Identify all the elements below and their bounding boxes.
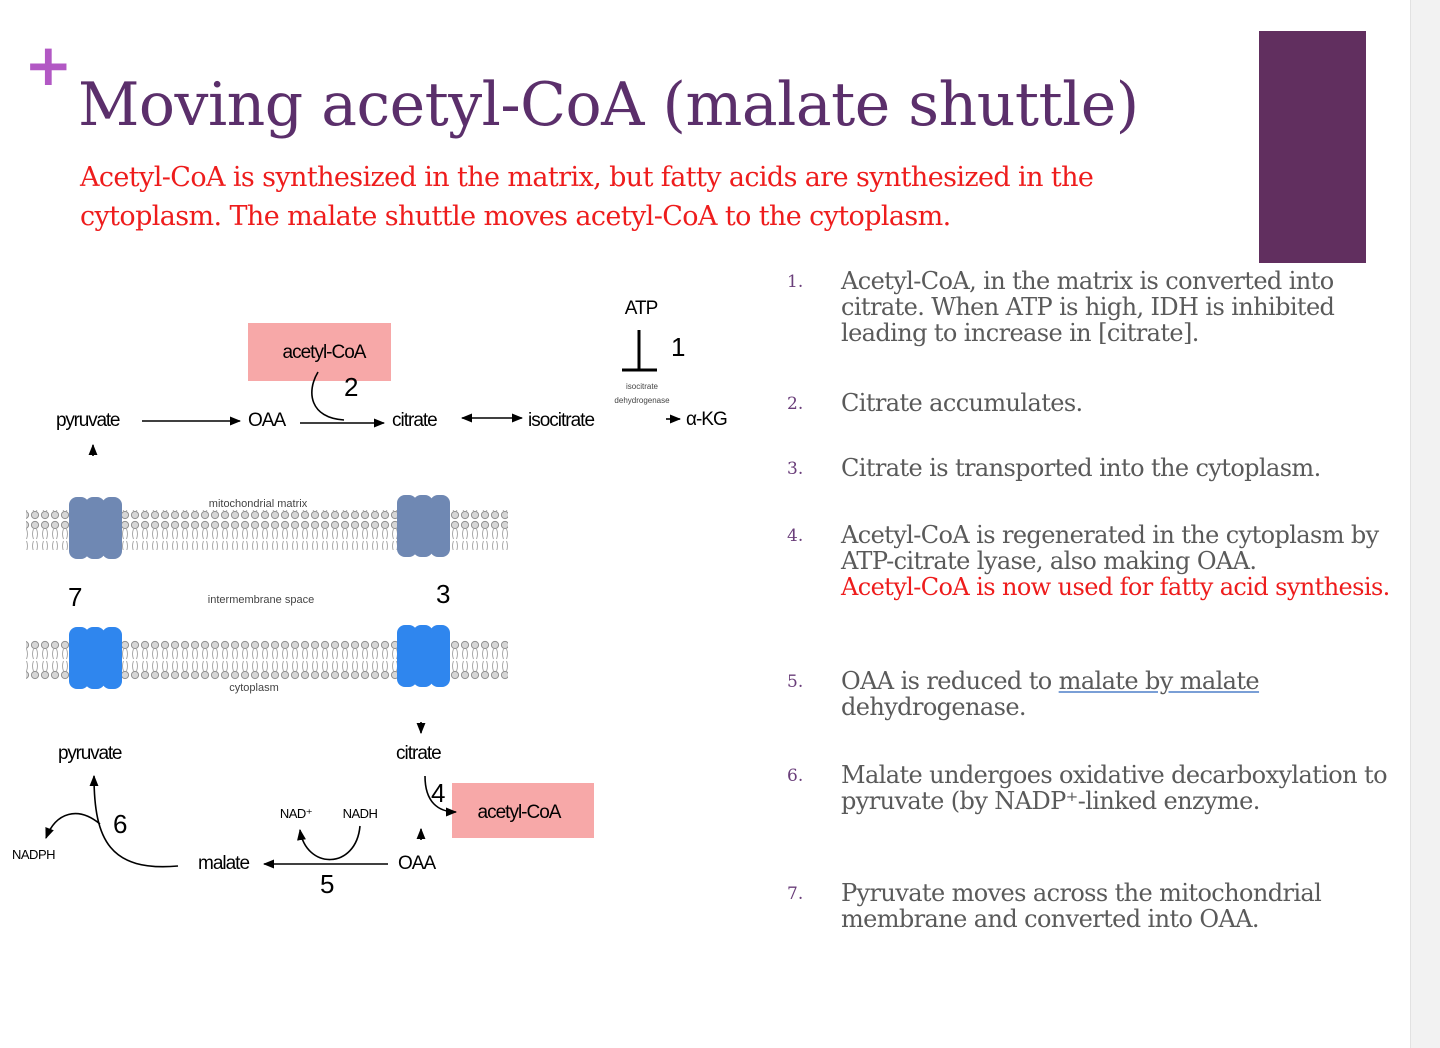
pyruvate-top-label: pyruvate — [56, 410, 120, 431]
matrix-label: mitochondrial matrix — [209, 498, 308, 510]
atp-label: ATP — [625, 298, 658, 319]
pyruvate-bottom-label: pyruvate — [58, 743, 122, 764]
arrow-nadh-nad-cofactor — [297, 825, 361, 861]
step-text: Acetyl-CoA is regenerated in the cytopla… — [841, 522, 1407, 600]
cytoplasm-label: cytoplasm — [229, 682, 279, 694]
step-label-1: 1 — [671, 332, 685, 362]
step-text: OAA is reduced to malate by malate dehyd… — [841, 668, 1407, 720]
arrow-citrate-to-acetyl-coa — [424, 775, 458, 817]
outer-channel-right — [397, 625, 450, 687]
citrate-top-label: citrate — [392, 410, 437, 431]
step-label-6: 6 — [113, 809, 127, 839]
nad-plus-label: NAD⁺ — [280, 806, 312, 821]
nadph-label: NADPH — [12, 847, 55, 862]
list-item: 4. Acetyl-CoA is regenerated in the cyto… — [787, 522, 1407, 600]
malate-label: malate — [198, 853, 249, 874]
step-number: 2. — [787, 394, 804, 414]
step-label-7: 7 — [68, 582, 82, 612]
idh-label-line2: dehydrogenase — [614, 396, 670, 405]
nadh-label: NADH — [343, 806, 378, 821]
intermembrane-label: intermembrane space — [208, 594, 314, 606]
idh-label-line1: isocitrate — [626, 382, 659, 391]
acetyl-coa-box-top — [248, 323, 391, 381]
arrow-acetyl-coa-join — [311, 371, 345, 421]
arrow-malate-pyruvate — [89, 774, 179, 868]
inner-channel-left — [69, 497, 122, 559]
plus-icon: + — [24, 31, 73, 99]
outer-channel-left — [69, 627, 122, 689]
list-item: 7. Pyruvate moves across the mitochondri… — [787, 880, 1407, 932]
isocitrate-label: isocitrate — [528, 410, 594, 431]
step-text-main: Acetyl-CoA is regenerated in the cytopla… — [841, 521, 1379, 575]
underlined-text: malate by malate — [1058, 667, 1260, 695]
step-number: 6. — [787, 766, 804, 786]
inner-channel-right — [397, 495, 450, 557]
step-text: Citrate accumulates. — [841, 389, 1083, 417]
step-label-2: 2 — [344, 372, 358, 402]
slide-subtitle: Acetyl-CoA is synthesized in the matrix,… — [80, 162, 1094, 232]
step-number: 1. — [787, 272, 804, 292]
accent-block — [1259, 31, 1366, 263]
step-number: 7. — [787, 884, 804, 904]
acetyl-coa-box-bottom — [452, 783, 594, 838]
step-text: Malate undergoes oxidative decarboxylati… — [841, 761, 1388, 815]
oaa-top-label: OAA — [248, 410, 286, 431]
malate-shuttle-diagram: acetyl-CoA ATP 1 isocitrate dehydrogenas… — [12, 298, 728, 899]
list-item: 3. Citrate is transported into the cytop… — [787, 455, 1407, 481]
step-text: Citrate is transported into the cytoplas… — [841, 454, 1321, 482]
slide-title: Moving acetyl-CoA (malate shuttle) — [78, 70, 1139, 140]
arrow-nadph-release — [45, 813, 101, 840]
citrate-bottom-label: citrate — [396, 743, 441, 764]
step-label-4: 4 — [431, 778, 445, 808]
list-item: 6. Malate undergoes oxidative decarboxyl… — [787, 762, 1407, 814]
list-item: 5. OAA is reduced to malate by malate de… — [787, 668, 1407, 720]
acetyl-coa-top-label: acetyl-CoA — [283, 342, 367, 363]
oaa-bottom-label: OAA — [398, 853, 436, 874]
list-item: 1. Acetyl-CoA, in the matrix is converte… — [787, 268, 1407, 346]
scrollbar-track[interactable] — [1410, 0, 1440, 1048]
step-text: Acetyl-CoA, in the matrix is converted i… — [841, 267, 1335, 347]
step-text: Pyruvate moves across the mitochondrial … — [841, 879, 1322, 933]
step-text-after: dehydrogenase. — [841, 693, 1027, 721]
step-label-5: 5 — [320, 869, 334, 899]
step-number: 3. — [787, 459, 804, 479]
acetyl-coa-bottom-label: acetyl-CoA — [478, 802, 562, 823]
step-number: 4. — [787, 526, 804, 546]
step-label-3: 3 — [436, 579, 450, 609]
akg-label: α-KG — [686, 409, 727, 430]
list-item: 2. Citrate accumulates. — [787, 390, 1407, 416]
step-highlight-text: Acetyl-CoA is now used for fatty acid sy… — [841, 573, 1390, 601]
step-text-before: OAA is reduced to — [841, 667, 1059, 695]
step-number: 5. — [787, 672, 804, 692]
